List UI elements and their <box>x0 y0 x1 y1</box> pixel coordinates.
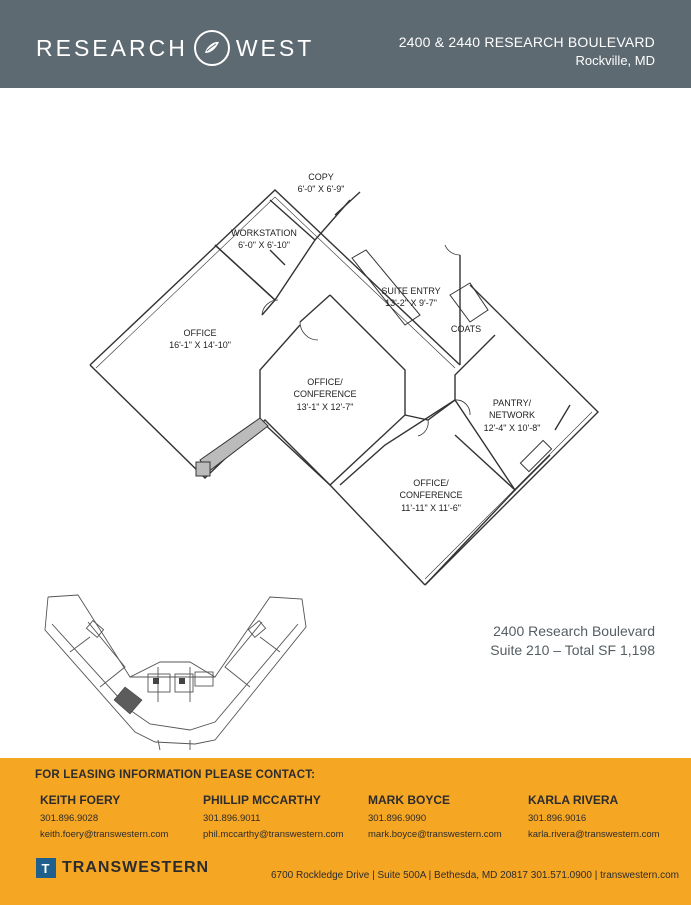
company-name: TRANSWESTERN <box>62 859 210 876</box>
transwestern-t-icon: T <box>36 858 56 878</box>
contact-email[interactable]: karla.rivera@transwestern.com <box>528 829 660 840</box>
outer-wall-south <box>329 484 426 586</box>
brand-right-text: WEST <box>235 34 315 61</box>
pantry-label-a: PANTRY/ <box>493 398 532 408</box>
contact-phone[interactable]: 301.896.9011 <box>203 813 261 824</box>
stair <box>351 249 421 326</box>
contact-email[interactable]: phil.mccarthy@transwestern.com <box>203 829 344 840</box>
pantry-size: 12'-4" X 10'-8" <box>484 423 541 433</box>
office-conference-1-label-b: CONFERENCE <box>293 389 356 399</box>
contact-card: PHILLIP MCCARTHY 301.896.9011 phil.mccar… <box>203 793 363 845</box>
floor-plan: COPY 6'-0" X 6'-9" WORKSTATION 6'-0" X 6… <box>89 172 599 586</box>
leasing-footer: FOR LEASING INFORMATION PLEASE CONTACT: … <box>0 758 691 905</box>
contact-phone[interactable]: 301.896.9028 <box>40 813 99 824</box>
contact-phone[interactable]: 301.896.9090 <box>368 813 427 824</box>
contact-name: MARK BOYCE <box>368 793 451 807</box>
outer-wall <box>89 189 461 366</box>
pantry-wall <box>454 334 496 400</box>
pantry-label-b: NETWORK <box>489 410 535 420</box>
address-line: 2400 & 2440 RESEARCH BOULEVARD <box>398 34 655 50</box>
office-address: 6700 Rockledge Drive | Suite 500A | Beth… <box>270 870 679 881</box>
copy-label: COPY <box>308 172 334 182</box>
leaf-icon <box>193 30 230 66</box>
workstation-size: 6'-0" X 6'-10" <box>238 240 290 250</box>
contact-email[interactable]: keith.foery@transwestern.com <box>40 829 169 840</box>
office-wall <box>214 244 276 301</box>
office-conference-2-label-a: OFFICE/ <box>413 478 449 488</box>
contact-card: KARLA RIVERA 301.896.9016 karla.rivera@t… <box>528 793 688 845</box>
suite-detail: Suite 210 – Total SF 1,198 <box>490 642 655 658</box>
office-size: 16'-1" X 14'-10" <box>169 340 231 350</box>
contact-name: PHILLIP MCCARTHY <box>203 793 321 807</box>
suite-highlight <box>113 686 143 715</box>
coats-closet <box>449 282 489 323</box>
contact-heading: FOR LEASING INFORMATION PLEASE CONTACT: <box>35 769 316 781</box>
research-west-logo: RESEARCH WEST <box>36 28 314 68</box>
suite-info: 2400 Research Boulevard Suite 210 – Tota… <box>490 622 655 660</box>
copy-size: 6'-0" X 6'-9" <box>298 184 345 194</box>
office-conference-1-wall <box>259 294 406 486</box>
suite-entry-size: 13'-2" X 9'-7" <box>385 298 437 308</box>
building-key-plan <box>44 594 307 751</box>
workstation-label: WORKSTATION <box>231 228 297 238</box>
contact-card: MARK BOYCE 301.896.9090 mark.boyce@trans… <box>368 793 528 845</box>
outer-wall-east <box>424 284 599 586</box>
transwestern-logo: T TRANSWESTERN <box>36 858 209 878</box>
brand-left-text: RESEARCH <box>36 34 188 61</box>
header-bar: RESEARCH WEST 2400 & 2440 RESEARCH BOULE… <box>0 0 691 88</box>
office-conference-2-wall <box>404 399 456 421</box>
contact-phone[interactable]: 301.896.9016 <box>528 813 587 824</box>
contact-email[interactable]: mark.boyce@transwestern.com <box>368 829 502 840</box>
building-address: 2400 Research Boulevard <box>493 623 655 639</box>
contact-name: KEITH FOERY <box>40 793 121 807</box>
office-label: OFFICE <box>184 328 217 338</box>
suite-entry-label: SUITE ENTRY <box>381 286 440 296</box>
office-conference-2-size: 11'-11" X 11'-6" <box>401 503 461 513</box>
office-conference-1-label-a: OFFICE/ <box>307 377 343 387</box>
property-address: 2400 & 2440 RESEARCH BOULEVARD Rockville… <box>399 34 655 68</box>
office-conference-2-label-b: CONFERENCE <box>399 490 462 500</box>
coats-label: COATS <box>451 324 481 334</box>
office-conference-1-size: 13'-1" X 12'-7" <box>297 402 354 412</box>
contact-card: KEITH FOERY 301.896.9028 keith.foery@tra… <box>40 793 200 845</box>
city-line: Rockville, MD <box>575 53 655 68</box>
contact-name: KARLA RIVERA <box>528 793 619 807</box>
